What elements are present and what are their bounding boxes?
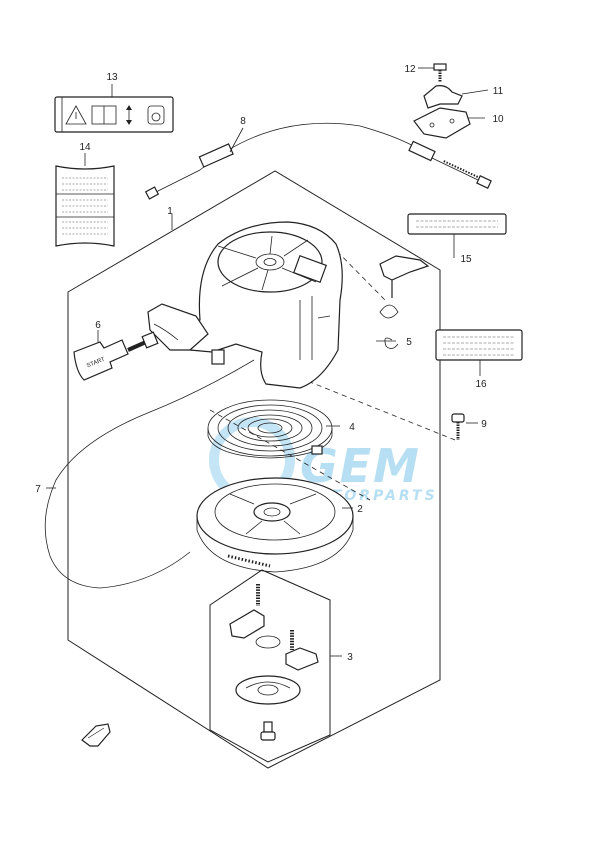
callout-11: 11 [493, 86, 504, 97]
label-part-16 [435, 329, 523, 361]
front-arrow-icon [81, 723, 111, 747]
label-sheet-part-14 [55, 165, 115, 247]
handle-part-6: START [73, 331, 159, 381]
bolt-part-9 [451, 413, 465, 440]
callout-5: 5 [406, 337, 412, 348]
callout-6: 6 [95, 320, 101, 331]
callout-12: 12 [404, 64, 416, 75]
callout-1: 1 [167, 206, 173, 217]
callout-10: 10 [492, 114, 504, 125]
dashed-leaders [209, 231, 456, 501]
callout-8: 8 [240, 116, 246, 127]
pawl-set-part-3 [229, 584, 319, 741]
reel-part-2 [196, 477, 354, 573]
rope-part-7 [44, 359, 255, 589]
callout-9: 9 [481, 419, 487, 430]
callout-4: 4 [349, 422, 355, 433]
callout-13: 13 [106, 72, 118, 83]
callout-labels: 1 2 3 4 5 6 7 8 9 10 11 12 13 14 15 16 [35, 64, 504, 663]
bracket-part-10 [413, 107, 471, 139]
callout-15: 15 [460, 254, 472, 265]
callout-7: 7 [35, 484, 41, 495]
callout-leaders [46, 67, 489, 657]
bolt-part-12 [433, 63, 447, 82]
cable-part-8 [144, 122, 492, 200]
assembly-frame [67, 170, 441, 769]
clamp-part-11 [423, 85, 463, 109]
e-ring-part-5 [384, 337, 399, 349]
spring-lever-small [379, 255, 430, 319]
spring-part-4 [207, 399, 333, 459]
callout-3: 3 [347, 652, 353, 663]
callout-14: 14 [79, 142, 91, 153]
callout-16: 16 [475, 379, 487, 390]
starter-case-part-1 [147, 221, 343, 389]
callout-2: 2 [357, 504, 363, 515]
warning-label-part-13 [54, 96, 174, 133]
label-part-15 [407, 213, 507, 235]
subassembly-frame [209, 569, 331, 763]
